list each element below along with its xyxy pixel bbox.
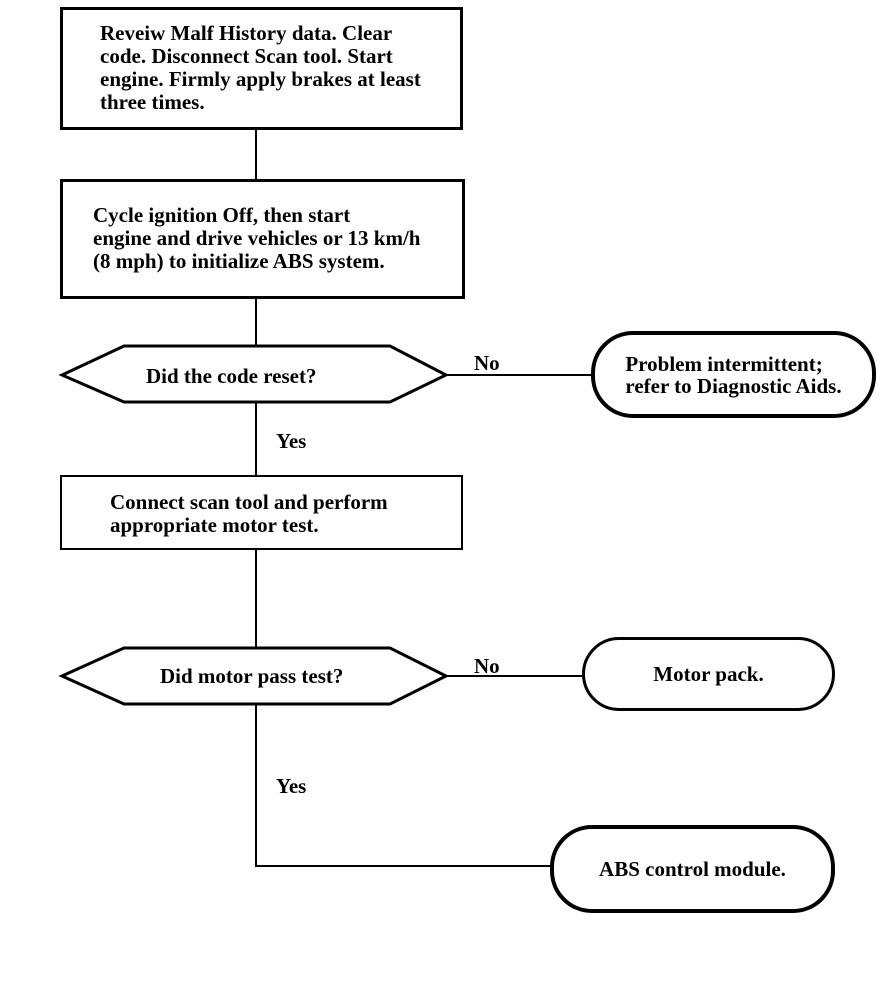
outcome-problem-intermittent: Problem intermittent; refer to Diagnosti… bbox=[591, 331, 876, 418]
outcome-motor-pack: Motor pack. bbox=[582, 637, 835, 711]
branch-label-no-1: No bbox=[474, 351, 500, 375]
branch-label-yes-1: Yes bbox=[276, 429, 307, 453]
decision-motor-pass-text: Did motor pass test? bbox=[160, 664, 344, 688]
outcome-abs-module-text: ABS control module. bbox=[599, 857, 786, 881]
step-connect-text: Connect scan tool and perform appropriat… bbox=[110, 490, 388, 537]
outcome-intermittent-text: Problem intermittent; refer to Diagnosti… bbox=[625, 351, 842, 398]
step-review-text: Reveiw Malf History data. Clear code. Di… bbox=[100, 21, 421, 114]
outcome-abs-control-module: ABS control module. bbox=[550, 825, 835, 913]
step-cycle-text: Cycle ignition Off, then start engine an… bbox=[93, 203, 421, 273]
step-review-malf-history: Reveiw Malf History data. Clear code. Di… bbox=[60, 7, 463, 130]
decision-code-reset-text: Did the code reset? bbox=[146, 364, 317, 388]
step-connect-scan-tool: Connect scan tool and perform appropriat… bbox=[60, 475, 463, 550]
branch-label-no-2: No bbox=[474, 654, 500, 678]
branch-label-yes-2: Yes bbox=[276, 774, 307, 798]
outcome-motor-pack-text: Motor pack. bbox=[653, 662, 764, 686]
step-cycle-ignition: Cycle ignition Off, then start engine an… bbox=[60, 179, 465, 299]
connector-yes-2 bbox=[255, 704, 552, 867]
